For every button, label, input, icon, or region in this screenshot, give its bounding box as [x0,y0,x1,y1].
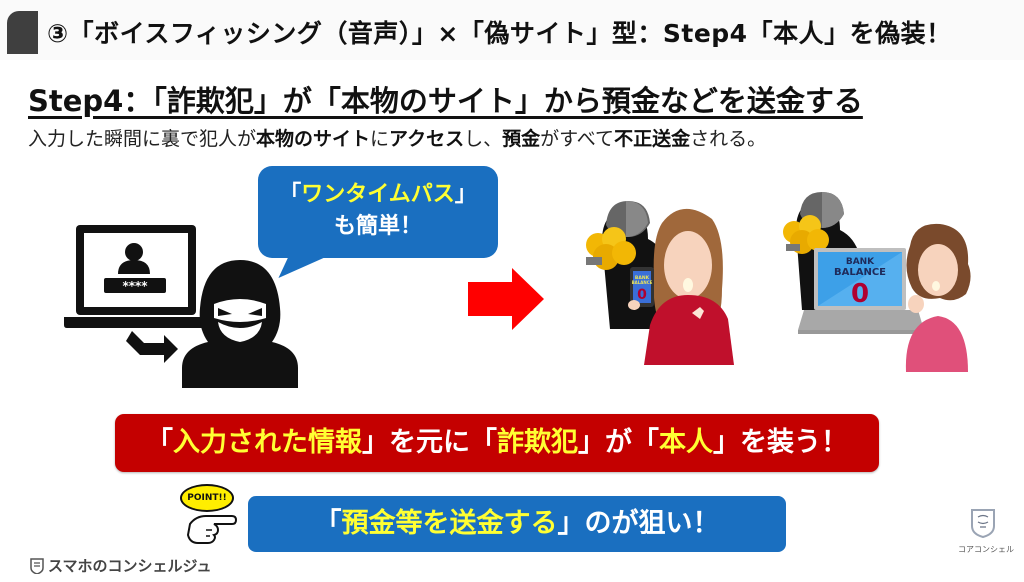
corner-brand-text: コアコンシェル [958,545,1014,554]
desc-bold: アクセス [389,128,465,150]
desc-text: される。 [690,128,767,150]
shield-crest-icon [971,509,995,539]
bubble-line-2: も簡単！ [333,214,422,239]
slide-title: ③「ボイスフィッシング（音声）」×「偽サイト」型：Step4「本人」を偽装！ [47,19,952,48]
shield-logo-icon [30,557,44,574]
step-heading: Step4：「詐欺犯」が「本物のサイト」から預金などを送金する [28,84,863,118]
victim-with-phone-illustration: BANK BALANCE 0 [586,201,734,365]
header-bar: ③「ボイスフィッシング（音声）」×「偽サイト」型：Step4「本人」を偽装！ [0,0,1024,60]
svg-text:BANK: BANK [635,275,650,281]
svg-text:0: 0 [851,279,869,309]
desc-text: がすべて [540,128,615,150]
point-badge: POINT!! [180,484,234,512]
bent-arrow-icon [126,331,178,363]
desc-text: 入力した瞬間に裏で犯人が [28,128,257,150]
svg-text:0: 0 [637,287,647,303]
footer-brand: スマホのコンシェルジュ [30,555,212,576]
footer-brand-text: スマホのコンシェルジュ [48,557,212,575]
speech-bubble: 「ワンタイムパス」 も簡単！ [258,166,498,258]
desc-text: に [370,128,390,150]
step-description: 入力した瞬間に裏で犯人が本物のサイトにアクセスし、預金がすべて不正送金される。 [28,124,766,151]
pointing-hand-icon [186,515,238,544]
desc-text: し、 [464,128,503,150]
svg-text:BANK: BANK [846,257,875,267]
header-tab-marker [7,11,38,54]
hooded-thief-icon [182,260,298,388]
bubble-line-1: 「ワンタイムパス」 [279,182,477,207]
red-summary-banner: 「入力された情報」を元に「詐欺犯」が「本人」を装う！ [115,414,879,472]
svg-text:BALANCE: BALANCE [834,267,886,278]
desc-bold: 不正送金 [614,128,691,150]
svg-text:BALANCE: BALANCE [632,280,653,285]
corner-brand-logo: コアコンシェル [958,508,1014,555]
blue-point-banner: 「預金等を送金する」のが狙い！ [248,496,786,552]
svg-text:****: **** [122,279,148,293]
victim-with-laptop-illustration: BANK BALANCE 0 [783,192,971,372]
red-right-arrow-icon [468,268,544,330]
laptop-login-icon: **** [64,225,224,328]
desc-bold: 預金 [502,128,541,150]
desc-bold: 本物のサイト [256,128,371,150]
